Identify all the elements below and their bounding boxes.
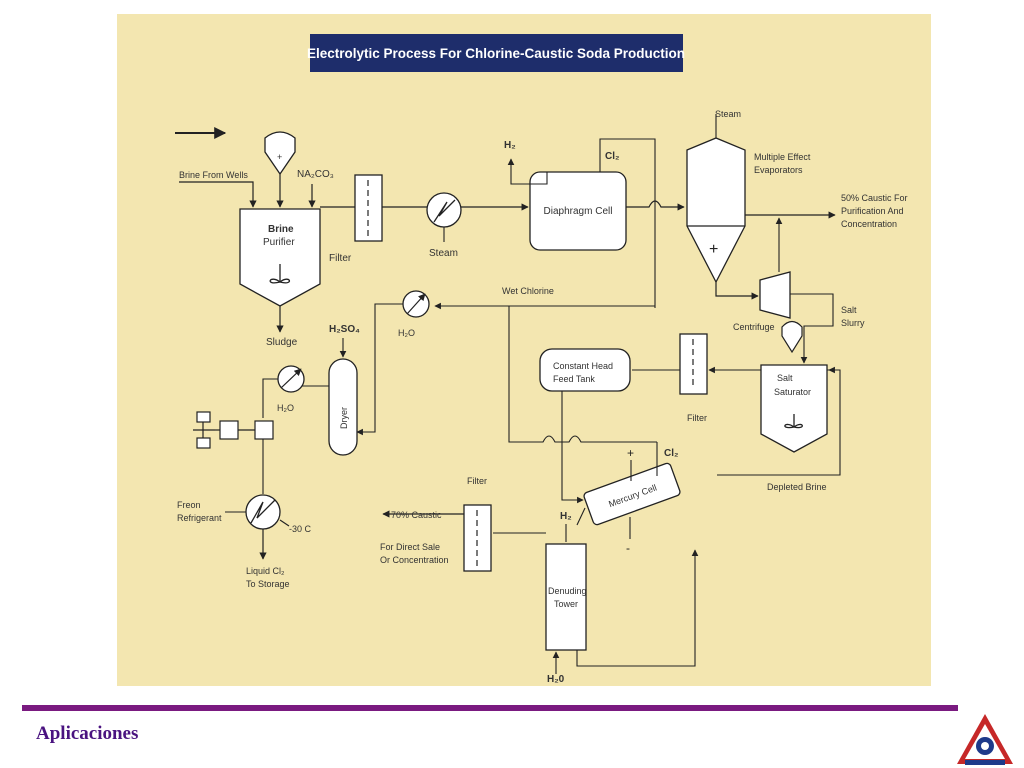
caustic-50-label-3: Concentration	[841, 219, 897, 229]
institution-logo	[957, 714, 1013, 765]
cl2-top-label: Cl₂	[605, 151, 619, 162]
dryer-label: Dryer	[339, 407, 349, 429]
h2-out-line	[507, 158, 548, 185]
centrifuge	[759, 271, 791, 319]
process-flow-diagram: Electrolytic Process For Chlorine-Causti…	[175, 34, 908, 685]
cooler-to-dryer-line	[356, 303, 403, 436]
diaphragm-cell	[529, 171, 627, 251]
constant-head-label-1: Constant Head	[553, 361, 613, 371]
evaporator-plus: +	[709, 241, 718, 258]
hopper-plus: +	[277, 152, 282, 162]
h2-top-label: H₂	[504, 140, 516, 151]
wet-chlorine-label: Wet Chlorine	[502, 286, 554, 296]
h2-mid-label: H₂	[560, 511, 572, 522]
diagram-title: Electrolytic Process For Chlorine-Causti…	[307, 46, 685, 61]
diaphragm-cell-label: Diaphragm Cell	[544, 206, 613, 217]
caustic-70-label: 70% Caustic	[391, 510, 442, 520]
na2co3-label: NA₂CO₃	[297, 169, 334, 180]
h2o-bottom-label: H₂0	[547, 674, 565, 685]
steam-1-label: Steam	[429, 248, 458, 259]
evaporator-to-centrifuge-line	[715, 282, 759, 300]
denuding-label-2: Tower	[554, 599, 578, 609]
minus30-label: -30 C	[289, 524, 312, 534]
depleted-brine-label: Depleted Brine	[767, 482, 827, 492]
constant-head-label-2: Feed Tank	[553, 374, 595, 384]
wet-chlorine-cooler	[402, 290, 430, 318]
liquid-cl2-label-2: To Storage	[246, 579, 290, 589]
h2o-1-label: H₂O	[398, 328, 415, 338]
diagram-panel	[117, 14, 931, 686]
dryer	[328, 358, 358, 456]
tank-to-mercury-line	[561, 391, 584, 504]
steam-heater-1	[426, 192, 462, 228]
filter-2-label: Filter	[687, 413, 707, 423]
salt-saturator	[760, 364, 828, 453]
brine-from-wells-line	[179, 181, 257, 208]
filter-2	[679, 333, 708, 395]
caustic-50-label-1: 50% Caustic For	[841, 193, 908, 203]
cl2-mid-label: Cl₂	[664, 448, 678, 459]
saturator-hopper	[781, 320, 803, 354]
cell-to-tower-line	[576, 507, 586, 526]
mercury-cell: Mercury Cell	[583, 462, 681, 526]
direct-sale-label-1: For Direct Sale	[380, 542, 440, 552]
freon-condenser	[245, 494, 281, 530]
caustic-50-label-2: Purification And	[841, 206, 904, 216]
filter-3	[463, 504, 492, 572]
filter-1-label: Filter	[329, 253, 352, 264]
centrifuge-label: Centrifuge	[733, 322, 775, 332]
cooler-2-down-line	[262, 378, 278, 418]
mercury-plus: +	[627, 446, 634, 460]
tower-recycle-line	[576, 549, 699, 667]
footer-label: Aplicaciones	[36, 723, 139, 744]
compressor-train	[193, 411, 274, 449]
cell-to-evaporator-line	[626, 200, 685, 211]
na2co3-hopper	[264, 131, 296, 176]
freon-label: Freon	[177, 500, 201, 510]
brine-from-wells-label: Brine From Wells	[179, 170, 248, 180]
dry-chlorine-cooler	[277, 365, 305, 393]
salt-saturator-label-2: Saturator	[774, 387, 811, 397]
filter-1	[354, 174, 383, 242]
wet-chlorine-down-line	[508, 306, 657, 443]
evaporators-label: Evaporators	[754, 165, 803, 175]
salt-slurry-line	[790, 293, 834, 364]
multiple-effect-label: Multiple Effect	[754, 152, 811, 162]
mercury-minus: -	[626, 541, 630, 555]
cl2-out-line	[599, 138, 656, 308]
h2so4-label: H₂SO₄	[329, 324, 360, 335]
denuding-tower	[545, 543, 587, 651]
footer-divider	[22, 705, 958, 711]
steam-top-label: Steam	[715, 109, 741, 119]
slurry-label: Slurry	[841, 318, 865, 328]
salt-saturator-label-1: Salt	[777, 373, 793, 383]
direct-sale-label-2: Or Concentration	[380, 555, 449, 565]
sludge-label: Sludge	[266, 337, 298, 348]
brine-purifier-vessel	[239, 208, 321, 307]
denuding-label-1: Denuding	[548, 586, 587, 596]
h2o-2-label: H₂O	[277, 403, 294, 413]
purifier-label: Purifier	[263, 237, 295, 248]
minus30-line	[279, 519, 290, 527]
multiple-effect-evaporator	[686, 137, 746, 284]
refrigerant-label: Refrigerant	[177, 513, 222, 523]
diagram-title-box: Electrolytic Process For Chlorine-Causti…	[307, 34, 685, 72]
filter-3-label: Filter	[467, 476, 487, 486]
brine-label: Brine	[268, 224, 294, 235]
salt-label: Salt	[841, 305, 857, 315]
constant-head-feed-tank	[539, 348, 631, 392]
liquid-cl2-label-1: Liquid Cl₂	[246, 566, 285, 576]
